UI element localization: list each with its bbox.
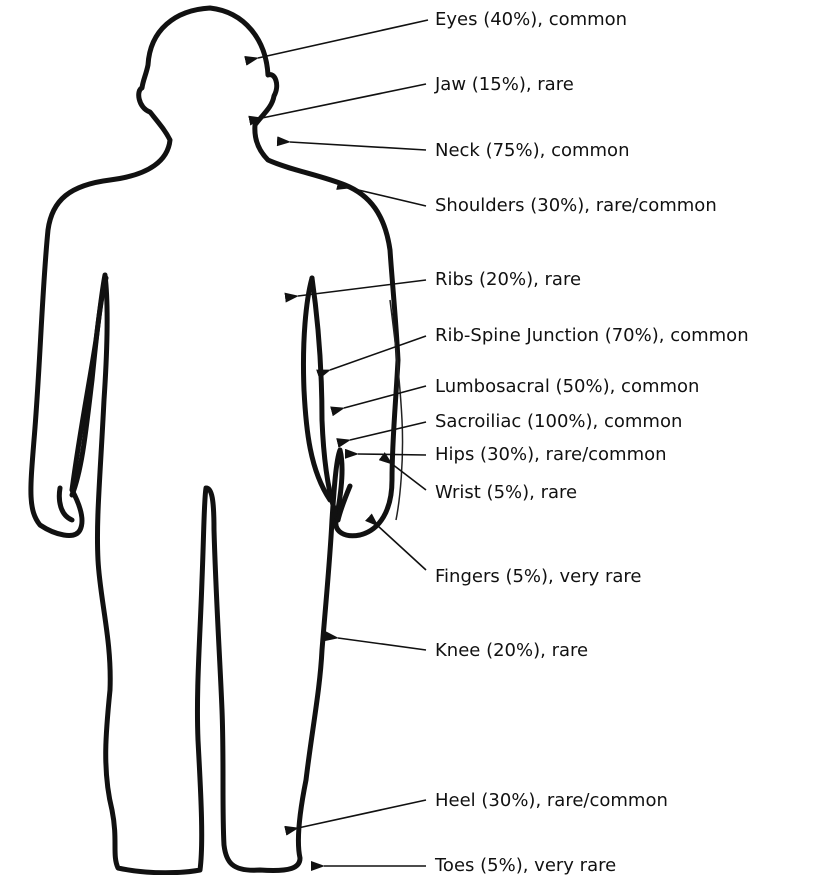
- label-rib-spine-junction: Rib-Spine Junction (70%), common: [435, 325, 749, 346]
- body-outline: [31, 8, 403, 873]
- arrow-eyes: [258, 20, 428, 58]
- label-fingers: Fingers (5%), very rare: [435, 566, 642, 587]
- label-neck: Neck (75%), common: [435, 140, 629, 161]
- arrow-fingers: [378, 526, 426, 570]
- label-toes: Toes (5%), very rare: [434, 855, 616, 875]
- arrow-hips: [358, 454, 426, 455]
- label-lumbosacral: Lumbosacral (50%), common: [435, 376, 699, 397]
- labels: Eyes (40%), common Jaw (15%), rare Neck …: [434, 9, 749, 875]
- arrow-neck: [290, 142, 426, 150]
- label-sacroiliac: Sacroiliac (100%), common: [435, 411, 682, 432]
- label-hips: Hips (30%), rare/common: [435, 444, 667, 465]
- label-jaw: Jaw (15%), rare: [434, 74, 574, 95]
- label-heel: Heel (30%), rare/common: [435, 790, 668, 811]
- label-shoulders: Shoulders (30%), rare/common: [435, 195, 717, 216]
- label-knee: Knee (20%), rare: [435, 640, 588, 661]
- arrow-jaw: [262, 84, 426, 118]
- label-ribs: Ribs (20%), rare: [435, 269, 581, 290]
- arrow-heel: [298, 800, 426, 828]
- label-wrist: Wrist (5%), rare: [435, 482, 577, 503]
- arrow-knee: [338, 638, 426, 650]
- arrow-wrist: [392, 464, 426, 490]
- label-eyes: Eyes (40%), common: [435, 9, 627, 30]
